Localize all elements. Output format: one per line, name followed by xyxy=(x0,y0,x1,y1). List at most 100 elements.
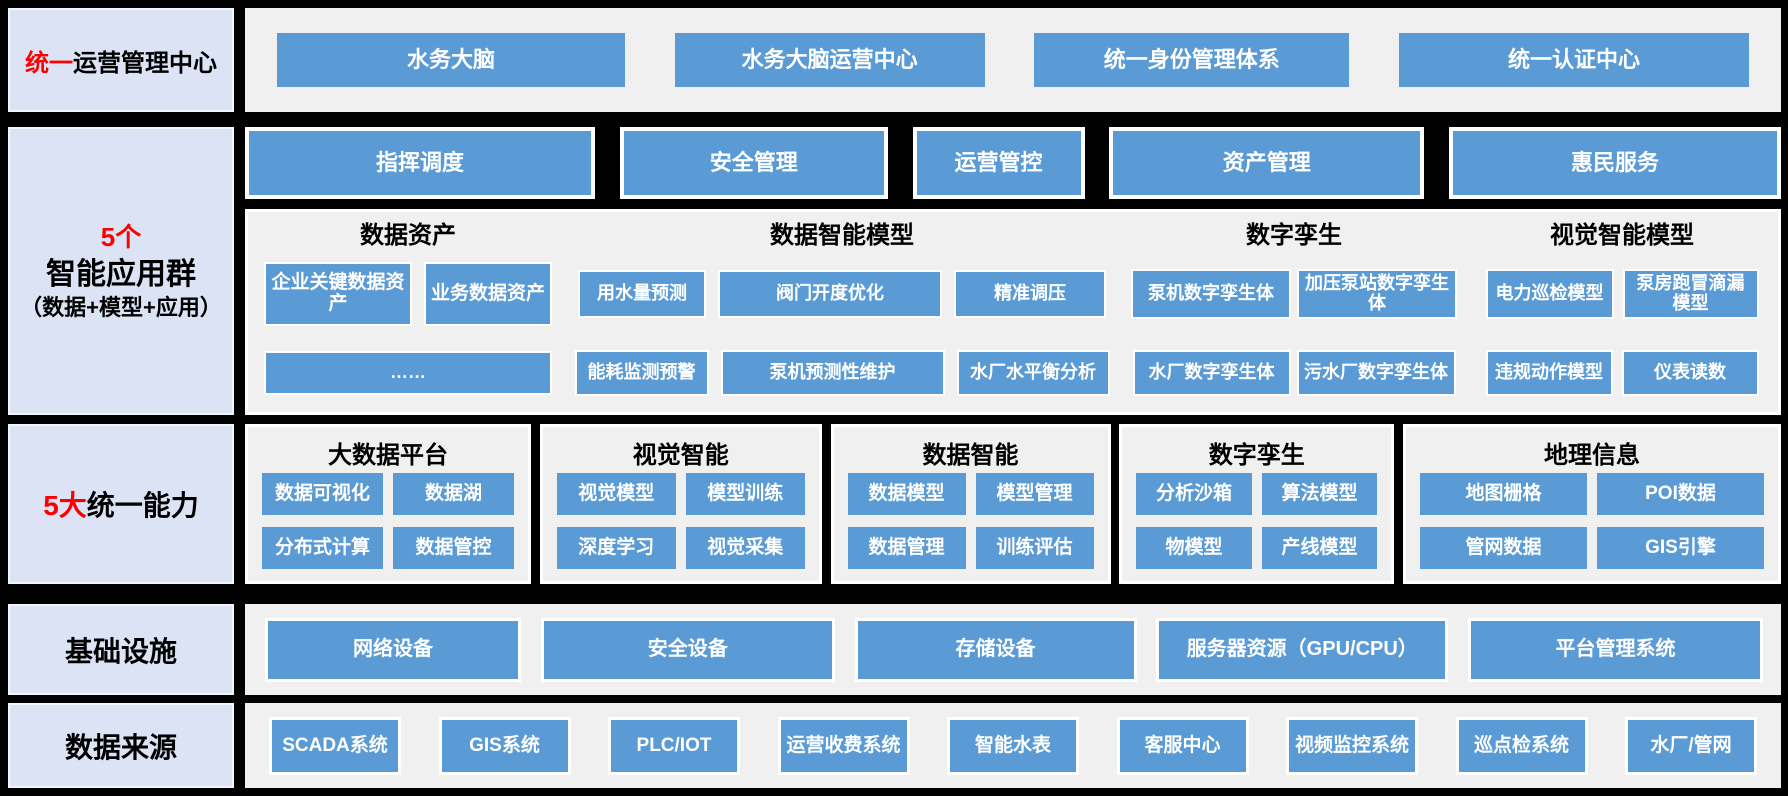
layer-label-text: 基础设施 xyxy=(64,635,177,667)
label-black-part: 运营管理中心 xyxy=(73,49,217,77)
layer-label-ops-center: 统一运营管理中心 xyxy=(8,8,234,112)
group-row: 用水量预测 阀门开度优化 精准调压 xyxy=(572,252,1112,336)
capability-grid: 地图栅格 POI数据 管网数据 GIS引擎 xyxy=(1420,473,1764,569)
layer-label-data-sources: 数据来源 xyxy=(8,703,234,788)
layer-label-capabilities: 5大统一能力 xyxy=(8,424,234,584)
infra-block-platform-mgmt: 平台管理系统 xyxy=(1468,617,1763,682)
data-sources-panel: SCADA系统 GIS系统 PLC/IOT 运营收费系统 智能水表 客服中心 视… xyxy=(245,703,1781,788)
capability-title: 数据智能 xyxy=(922,441,1019,469)
group-row: 违规动作模型 仪表读数 xyxy=(1476,336,1768,410)
capability-block: 数据模型 xyxy=(847,473,966,515)
capability-grid: 数据可视化 数据湖 分布式计算 数据管控 xyxy=(262,473,514,569)
group-title: 数据资产 xyxy=(360,222,456,249)
ops-block-brain-ops-center: 水务大脑运营中心 xyxy=(674,33,985,87)
capability-block: POI数据 xyxy=(1597,473,1764,515)
capability-block: 物模型 xyxy=(1136,527,1252,569)
ops-block-water-brain: 水务大脑 xyxy=(277,33,625,87)
capability-grid: 视觉模型 模型训练 深度学习 视觉采集 xyxy=(556,473,805,569)
label-sub-part: （数据+模型+应用） xyxy=(20,294,222,320)
capability-panel-data-ai: 数据智能 数据模型 模型管理 数据管理 训练评估 xyxy=(830,424,1111,584)
group-title: 数据智能模型 xyxy=(770,222,914,249)
app-header-safety: 安全管理 xyxy=(619,127,888,199)
capability-block: 视觉采集 xyxy=(685,527,805,569)
ops-block-auth-center: 统一认证中心 xyxy=(1398,33,1749,87)
capabilities-body: 大数据平台 数据可视化 数据湖 分布式计算 数据管控 视觉智能 视觉模型 模型训… xyxy=(245,424,1781,584)
app-group-digital-twin: 数字孪生 泵机数字孪生体 加压泵站数字孪生体 水厂数字孪生体 污水厂数字孪生体 xyxy=(1126,212,1462,412)
source-block-gis: GIS系统 xyxy=(438,716,571,775)
app-header-row: 指挥调度 安全管理 运营管控 资产管理 惠民服务 xyxy=(245,127,1781,203)
group-row: …… xyxy=(258,336,558,410)
app-header-dispatch: 指挥调度 xyxy=(245,127,595,199)
capability-block: 数据管理 xyxy=(847,527,966,569)
infra-block-servers: 服务器资源（GPU/CPU） xyxy=(1156,617,1449,682)
group-row: 企业关键数据资产 业务数据资产 xyxy=(258,252,558,336)
source-block-smart-meter: 智能水表 xyxy=(947,716,1079,775)
app-header-assets: 资产管理 xyxy=(1109,127,1425,199)
capability-block: 数据可视化 xyxy=(262,473,383,515)
capability-block: 模型管理 xyxy=(975,473,1094,515)
app-block: 电力巡检模型 xyxy=(1485,269,1614,319)
capability-grid: 数据模型 模型管理 数据管理 训练评估 xyxy=(847,473,1094,569)
capability-block: 深度学习 xyxy=(556,527,676,569)
app-block: 泵机数字孪生体 xyxy=(1131,269,1291,319)
app-block: 违规动作模型 xyxy=(1485,350,1613,396)
layer-label-text: 统一运营管理中心 xyxy=(25,43,217,78)
app-header-operations: 运营管控 xyxy=(912,127,1085,199)
layer-infrastructure: 基础设施 网络设备 安全设备 存储设备 服务器资源（GPU/CPU） 平台管理系… xyxy=(8,604,1781,695)
group-row: 水厂数字孪生体 污水厂数字孪生体 xyxy=(1126,336,1462,410)
infra-block-network: 网络设备 xyxy=(265,617,521,682)
capability-title: 大数据平台 xyxy=(328,441,448,469)
app-groups-panel: 数据资产 企业关键数据资产 业务数据资产 …… 数据智能模型 用水量预测 阀门开… xyxy=(245,209,1781,415)
ops-center-panel: 水务大脑 水务大脑运营中心 统一身份管理体系 统一认证中心 xyxy=(245,8,1781,112)
group-row: 电力巡检模型 泵房跑冒滴漏模型 xyxy=(1476,252,1768,336)
layer-data-sources: 数据来源 SCADA系统 GIS系统 PLC/IOT 运营收费系统 智能水表 客… xyxy=(8,703,1781,788)
capability-block: 算法模型 xyxy=(1261,473,1378,515)
app-groups-body: 指挥调度 安全管理 运营管控 资产管理 惠民服务 数据资产 企业关键数据资产 业… xyxy=(245,127,1781,415)
capability-block: 管网数据 xyxy=(1420,527,1587,569)
app-block: 企业关键数据资产 xyxy=(264,262,412,326)
app-block: 业务数据资产 xyxy=(424,262,552,326)
capability-block: 视觉模型 xyxy=(556,473,676,515)
layer-label-text: 5大统一能力 xyxy=(43,484,199,524)
group-title: 数字孪生 xyxy=(1246,222,1342,249)
app-group-vision-models: 视觉智能模型 电力巡检模型 泵房跑冒滴漏模型 违规动作模型 仪表读数 xyxy=(1476,212,1768,412)
app-header-public-service: 惠民服务 xyxy=(1449,127,1781,199)
group-row: 泵机数字孪生体 加压泵站数字孪生体 xyxy=(1126,252,1462,336)
capability-panel-gis: 地理信息 地图栅格 POI数据 管网数据 GIS引擎 xyxy=(1403,424,1781,584)
label-red-part: 5个 xyxy=(100,221,142,252)
app-group-data-assets: 数据资产 企业关键数据资产 业务数据资产 …… xyxy=(258,212,558,412)
label-red-part: 5大 xyxy=(43,490,87,521)
group-row: 能耗监测预警 泵机预测性维护 水厂水平衡分析 xyxy=(572,336,1112,410)
capability-block: 分析沙箱 xyxy=(1136,473,1252,515)
capability-block: 地图栅格 xyxy=(1420,473,1587,515)
app-block: 水厂水平衡分析 xyxy=(956,350,1110,396)
source-block-plant-pipeline: 水厂/管网 xyxy=(1625,716,1757,775)
capability-block: GIS引擎 xyxy=(1597,527,1764,569)
app-group-data-ai-models: 数据智能模型 用水量预测 阀门开度优化 精准调压 能耗监测预警 泵机预测性维护 … xyxy=(572,212,1112,412)
capability-block: 模型训练 xyxy=(685,473,805,515)
infra-block-security: 安全设备 xyxy=(540,617,835,682)
app-block: 泵房跑冒滴漏模型 xyxy=(1622,269,1759,319)
infrastructure-panel: 网络设备 安全设备 存储设备 服务器资源（GPU/CPU） 平台管理系统 xyxy=(245,604,1781,695)
capability-block: 数据湖 xyxy=(393,473,514,515)
capability-panel-vision: 视觉智能 视觉模型 模型训练 深度学习 视觉采集 xyxy=(539,424,822,584)
capability-block: 分布式计算 xyxy=(262,527,383,569)
app-block: 污水厂数字孪生体 xyxy=(1296,350,1456,396)
capability-block: 产线模型 xyxy=(1261,527,1378,569)
capability-grid: 分析沙箱 算法模型 物模型 产线模型 xyxy=(1136,473,1378,569)
layer-ops-center: 统一运营管理中心 水务大脑 水务大脑运营中心 统一身份管理体系 统一认证中心 xyxy=(8,8,1781,112)
app-block: 泵机预测性维护 xyxy=(720,350,945,396)
capability-title: 视觉智能 xyxy=(632,441,729,469)
layer-capabilities: 5大统一能力 大数据平台 数据可视化 数据湖 分布式计算 数据管控 视觉智能 视… xyxy=(8,424,1781,584)
capability-title: 数字孪生 xyxy=(1208,441,1305,469)
app-block: 仪表读数 xyxy=(1621,350,1759,396)
label-red-part: 统一 xyxy=(25,49,73,77)
source-block-plc-iot: PLC/IOT xyxy=(608,716,740,775)
layer-label-infrastructure: 基础设施 xyxy=(8,604,234,695)
ops-block-identity-mgmt: 统一身份管理体系 xyxy=(1034,33,1350,87)
capability-panel-bigdata: 大数据平台 数据可视化 数据湖 分布式计算 数据管控 xyxy=(245,424,531,584)
source-block-scada: SCADA系统 xyxy=(269,716,401,775)
source-block-customer-service: 客服中心 xyxy=(1116,716,1249,775)
capability-block: 数据管控 xyxy=(393,527,514,569)
